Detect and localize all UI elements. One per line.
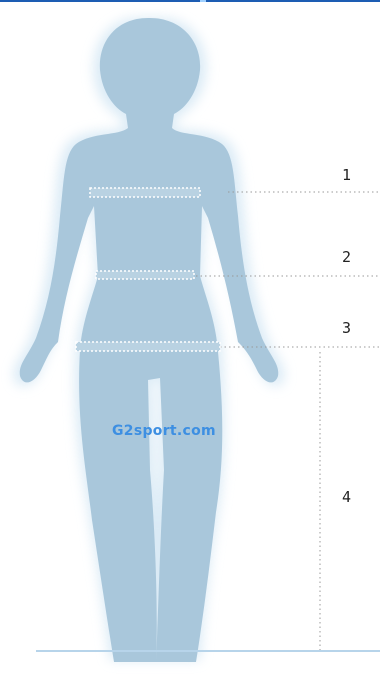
waist-band bbox=[96, 271, 194, 279]
watermark-text: G2sport.com bbox=[112, 423, 216, 439]
chest-band bbox=[90, 188, 200, 197]
human-silhouette bbox=[20, 18, 279, 662]
marker-label-4: 4 bbox=[342, 490, 351, 505]
marker-label-1: 1 bbox=[342, 168, 351, 183]
marker-label-2: 2 bbox=[342, 250, 351, 265]
hip-band bbox=[76, 342, 220, 351]
marker-label-3: 3 bbox=[342, 321, 351, 336]
